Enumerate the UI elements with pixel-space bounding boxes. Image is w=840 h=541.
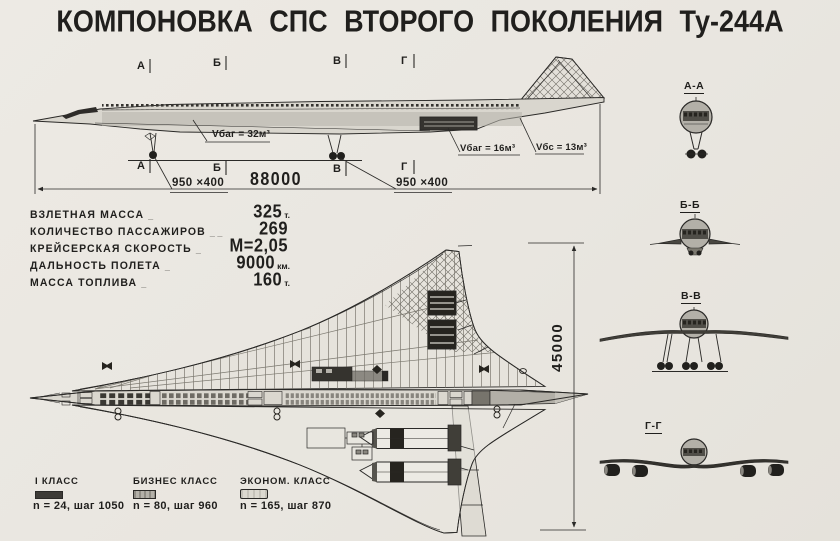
exit-symbols xyxy=(102,360,527,421)
nose-gear xyxy=(149,132,157,159)
business-class-swatch xyxy=(133,490,156,499)
spec-label: ВЗЛЕТНАЯ МАССА xyxy=(30,208,145,221)
side-view xyxy=(32,54,605,194)
business-class-seats xyxy=(160,391,248,405)
spec-label: КРЕЙСЕРСКАЯ СКОРОСТЬ xyxy=(30,242,192,255)
engine-nacelles xyxy=(359,424,462,486)
legend-business-class-detail: n = 80, шаг 960 xyxy=(133,500,218,512)
marker-v-top: В xyxy=(333,55,341,67)
length-dimension-value: 88000 xyxy=(250,169,302,190)
first-class-seats xyxy=(98,391,150,405)
galley-schematic xyxy=(306,427,374,461)
spec-row-takeoff-mass: ВЗЛЕТНАЯ МАССА _ 325 т. xyxy=(30,201,290,222)
spec-label: КОЛИЧЕСТВО ПАССАЖИРОВ xyxy=(30,225,206,238)
spec-value: 269 xyxy=(258,218,288,239)
spec-leader: _ _ xyxy=(209,228,223,238)
legend-first-class-name: I КЛАСС xyxy=(35,476,79,487)
cockpit-canopy xyxy=(62,107,98,119)
section-gg-drawing xyxy=(599,438,789,477)
section-vv-drawing xyxy=(599,307,789,372)
section-gg-title: Г-Г xyxy=(645,420,662,434)
main-gear xyxy=(327,134,345,160)
marker-g-bottom: Г xyxy=(401,161,408,173)
marker-a-bottom: А xyxy=(137,160,145,172)
rear-baggage-volume-label: Vбаг = 16м³ xyxy=(460,143,516,154)
spec-list: ВЗЛЕТНАЯ МАССА _ 325 т. КОЛИЧЕСТВО ПАССА… xyxy=(30,201,290,290)
section-ticks xyxy=(149,54,415,176)
legend-first-class-detail: n = 24, шаг 1050 xyxy=(33,500,125,512)
section-vv-title: В-В xyxy=(681,290,702,304)
side-engine-nacelle xyxy=(419,116,478,131)
marker-b-top: Б xyxy=(213,57,221,69)
span-dimension-line xyxy=(457,242,586,531)
economy-class-swatch xyxy=(240,489,268,499)
marker-a-top: А xyxy=(137,60,145,72)
marker-g-top: Г xyxy=(401,55,408,67)
spec-value: М=2,05 xyxy=(229,235,288,256)
spec-row-fuel-mass: МАССА ТОПЛИВА _ 160 т. xyxy=(30,269,290,290)
spec-unit: т. xyxy=(284,210,290,220)
spec-leader: _ xyxy=(195,245,201,255)
main-tire-size: 950 ×400 xyxy=(396,177,449,189)
legend-economy-class-name: ЭКОНОМ. КЛАСС xyxy=(240,476,331,487)
gear-door xyxy=(144,132,156,141)
spec-unit: км. xyxy=(277,261,290,271)
front-baggage-volume-label: Vбаг = 32м³ xyxy=(212,129,271,140)
spec-label: МАССА ТОПЛИВА xyxy=(30,276,138,289)
spec-row-range: ДАЛЬНОСТЬ ПОЛЕТА _ 9000 км. xyxy=(30,252,290,273)
cross-sections xyxy=(599,97,789,477)
marker-v-bottom: В xyxy=(333,163,341,175)
section-bb-title: Б-Б xyxy=(680,199,701,213)
section-bb-drawing xyxy=(649,214,741,256)
nose-tire-size: 950 ×400 xyxy=(172,177,225,189)
spec-unit: т. xyxy=(284,278,290,288)
side-fuselage xyxy=(32,97,605,141)
marker-b-bottom: Б xyxy=(213,162,221,174)
side-dimensions xyxy=(34,104,601,194)
spec-leader: _ xyxy=(141,279,147,289)
spec-row-cruise-speed: КРЕЙСЕРСКАЯ СКОРОСТЬ _ М=2,05 xyxy=(30,235,290,256)
legend-economy-class-detail: n = 165, шаг 870 xyxy=(240,500,332,512)
legend-business-class-name: БИЗНЕС КЛАСС xyxy=(133,476,218,487)
plan-fuselage xyxy=(29,389,589,429)
economy-class-seats xyxy=(284,391,436,405)
rear-aux-volume-label: Vбс = 13м³ xyxy=(536,142,587,153)
spec-leader: _ xyxy=(148,211,154,221)
spec-row-passengers: КОЛИЧЕСТВО ПАССАЖИРОВ _ _ 269 xyxy=(30,218,290,239)
section-aa-title: А-А xyxy=(684,80,705,94)
first-class-swatch xyxy=(35,491,63,499)
upper-engine-boxes xyxy=(427,290,457,350)
spec-value: 9000 xyxy=(236,252,276,273)
page-title: КОМПОНОВКА СПС ВТОРОГО ПОКОЛЕНИЯ Ту-244А xyxy=(56,4,784,39)
section-aa-drawing xyxy=(679,97,713,159)
spec-label: ДАЛЬНОСТЬ ПОЛЕТА xyxy=(30,259,161,272)
spec-value: 160 xyxy=(253,269,283,290)
spec-value: 325 xyxy=(253,201,283,222)
span-dimension-value: 45000 xyxy=(549,322,566,372)
spec-leader: _ xyxy=(164,262,170,272)
